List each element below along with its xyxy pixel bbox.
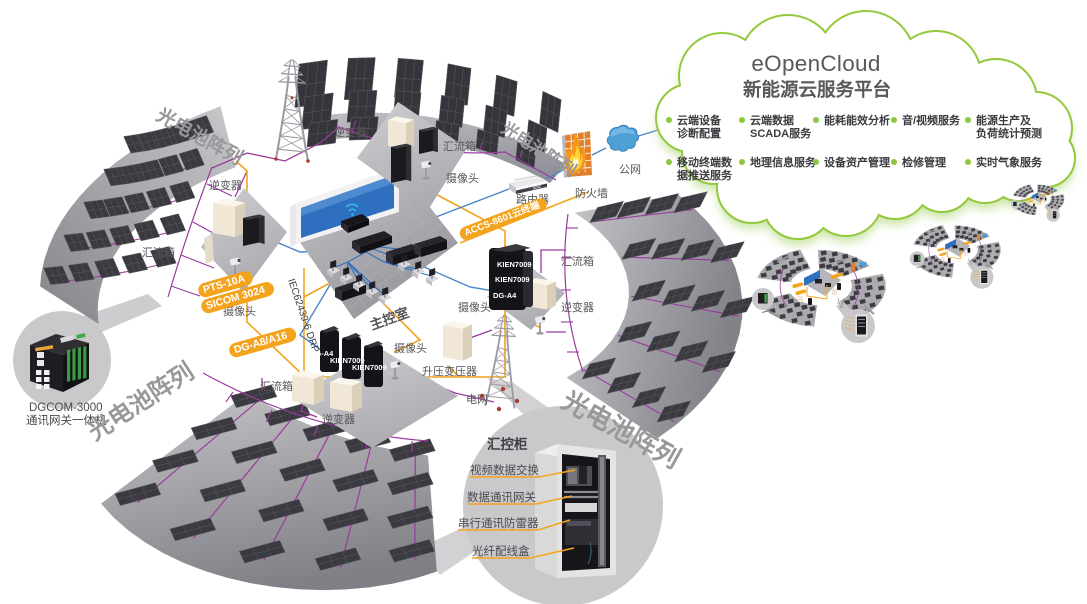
svg-text:摄像头: 摄像头 (446, 171, 479, 185)
svg-text:通讯网关一体机: 通讯网关一体机 (26, 413, 107, 427)
svg-text:汇流箱: 汇流箱 (561, 254, 594, 268)
svg-text:移动终端数: 移动终端数 (677, 155, 733, 169)
svg-text:串行通讯防雷器: 串行通讯防雷器 (458, 516, 539, 530)
svg-text:eOpenCloud: eOpenCloud (751, 51, 880, 76)
svg-text:诊断配置: 诊断配置 (677, 126, 721, 140)
svg-text:摄像头: 摄像头 (394, 341, 427, 355)
svg-text:电网: 电网 (466, 393, 488, 406)
svg-text:汇流箱: 汇流箱 (142, 245, 175, 259)
svg-text:检修管理: 检修管理 (902, 155, 946, 169)
svg-text:KIEN7009: KIEN7009 (497, 260, 532, 269)
svg-text:逆变器: 逆变器 (334, 125, 367, 139)
svg-text:汇流箱: 汇流箱 (260, 379, 293, 393)
svg-text:云端设备: 云端设备 (677, 113, 722, 127)
svg-text:新能源云服务平台: 新能源云服务平台 (743, 79, 891, 100)
svg-text:云端数据: 云端数据 (750, 113, 794, 127)
svg-text:防火墙: 防火墙 (575, 186, 608, 200)
svg-text:DGCOM-3000: DGCOM-3000 (29, 402, 103, 414)
svg-text:摄像头: 摄像头 (458, 300, 491, 314)
svg-text:公网: 公网 (619, 164, 641, 176)
svg-text:音/视频服务: 音/视频服务 (902, 113, 961, 127)
svg-text:光纤配线盒: 光纤配线盒 (472, 544, 530, 558)
svg-text:DG-A4: DG-A4 (310, 349, 334, 358)
svg-text:逆变器: 逆变器 (209, 178, 242, 192)
svg-text:KIEN7009: KIEN7009 (495, 275, 530, 284)
svg-text:KIEN7009: KIEN7009 (352, 363, 387, 372)
svg-text:KIEN7009: KIEN7009 (330, 356, 365, 365)
svg-text:升压变压器: 升压变压器 (422, 364, 477, 378)
svg-text:负荷统计预测: 负荷统计预测 (976, 126, 1042, 140)
svg-text:据推送服务: 据推送服务 (677, 168, 733, 182)
svg-text:汇流箱: 汇流箱 (443, 139, 476, 153)
svg-text:能耗能效分析: 能耗能效分析 (824, 113, 890, 127)
svg-text:DG-A4: DG-A4 (493, 291, 517, 300)
svg-text:摄像头: 摄像头 (223, 304, 256, 318)
svg-text:设备资产管理: 设备资产管理 (824, 155, 890, 169)
svg-text:实时气象服务: 实时气象服务 (976, 155, 1043, 169)
svg-text:地理信息服务: 地理信息服务 (750, 155, 817, 169)
svg-text:逆变器: 逆变器 (322, 412, 355, 426)
svg-text:逆变器: 逆变器 (561, 300, 594, 314)
svg-text:SCADA服务: SCADA服务 (750, 126, 812, 140)
svg-text:视频数据交换: 视频数据交换 (470, 463, 539, 477)
svg-text:数据通讯网关: 数据通讯网关 (467, 490, 536, 504)
svg-text:汇控柜: 汇控柜 (487, 436, 528, 452)
svg-text:能源生产及: 能源生产及 (976, 113, 1032, 127)
